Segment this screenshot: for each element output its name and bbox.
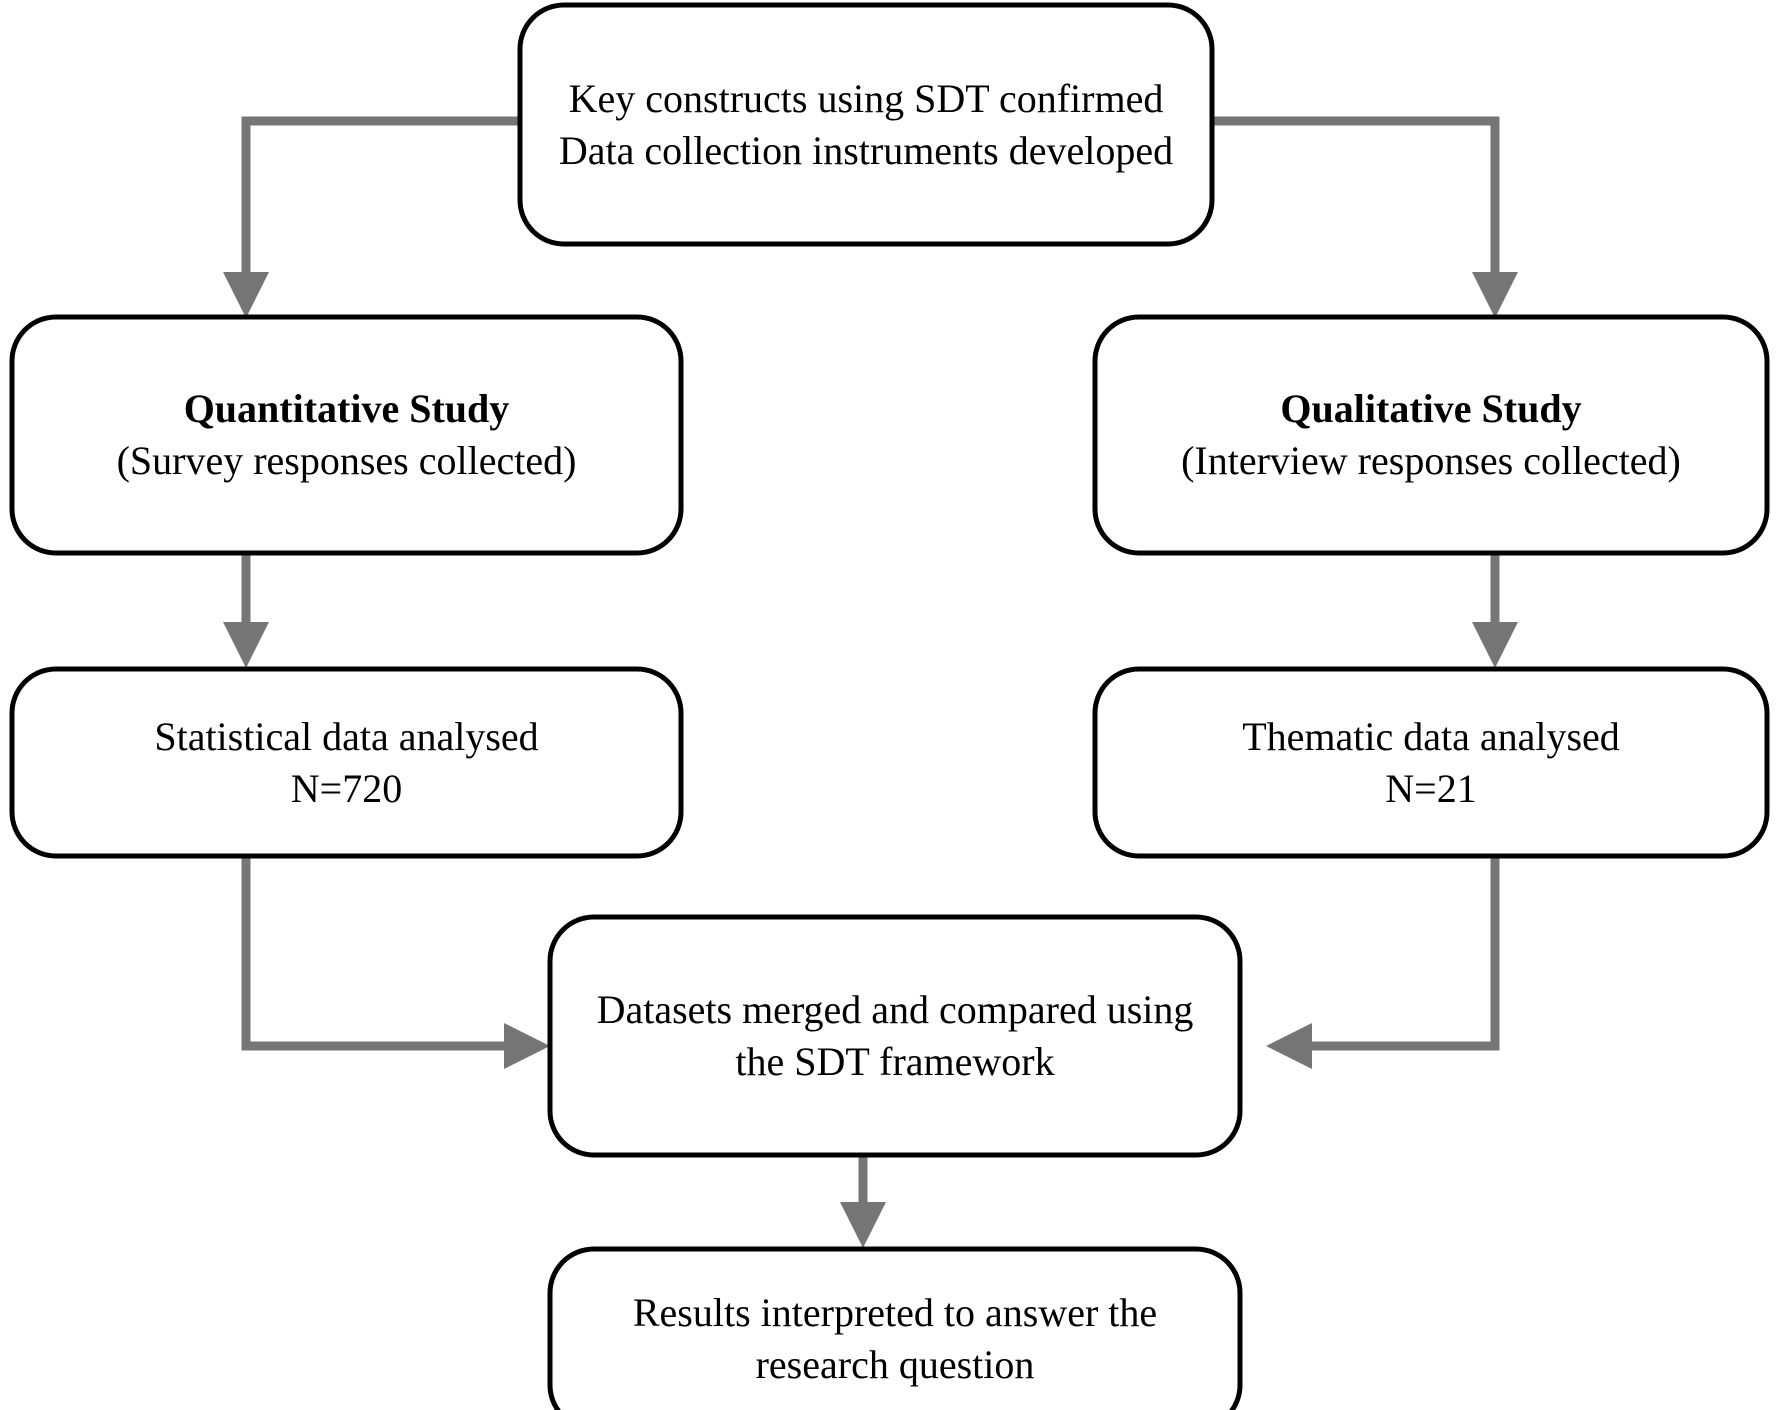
thematic-analysis-box[interactable]	[1092, 666, 1770, 859]
key-constructs-box[interactable]	[517, 2, 1215, 247]
edge-thematic-to-merge	[1266, 855, 1500, 1069]
quantitative-study-box[interactable]	[9, 314, 684, 556]
datasets-merged-box[interactable]	[547, 914, 1243, 1158]
edge-merge-to-results	[840, 1155, 886, 1248]
qualitative-study-box[interactable]	[1092, 314, 1770, 556]
statistical-analysis-box[interactable]	[9, 666, 684, 859]
edge-top-to-quantitative	[223, 116, 520, 318]
edge-quantitative-to-statistical	[223, 552, 269, 668]
edge-statistical-to-merge	[241, 855, 550, 1069]
edge-qualitative-to-thematic	[1472, 552, 1518, 668]
results-interpreted-box[interactable]	[547, 1246, 1243, 1410]
